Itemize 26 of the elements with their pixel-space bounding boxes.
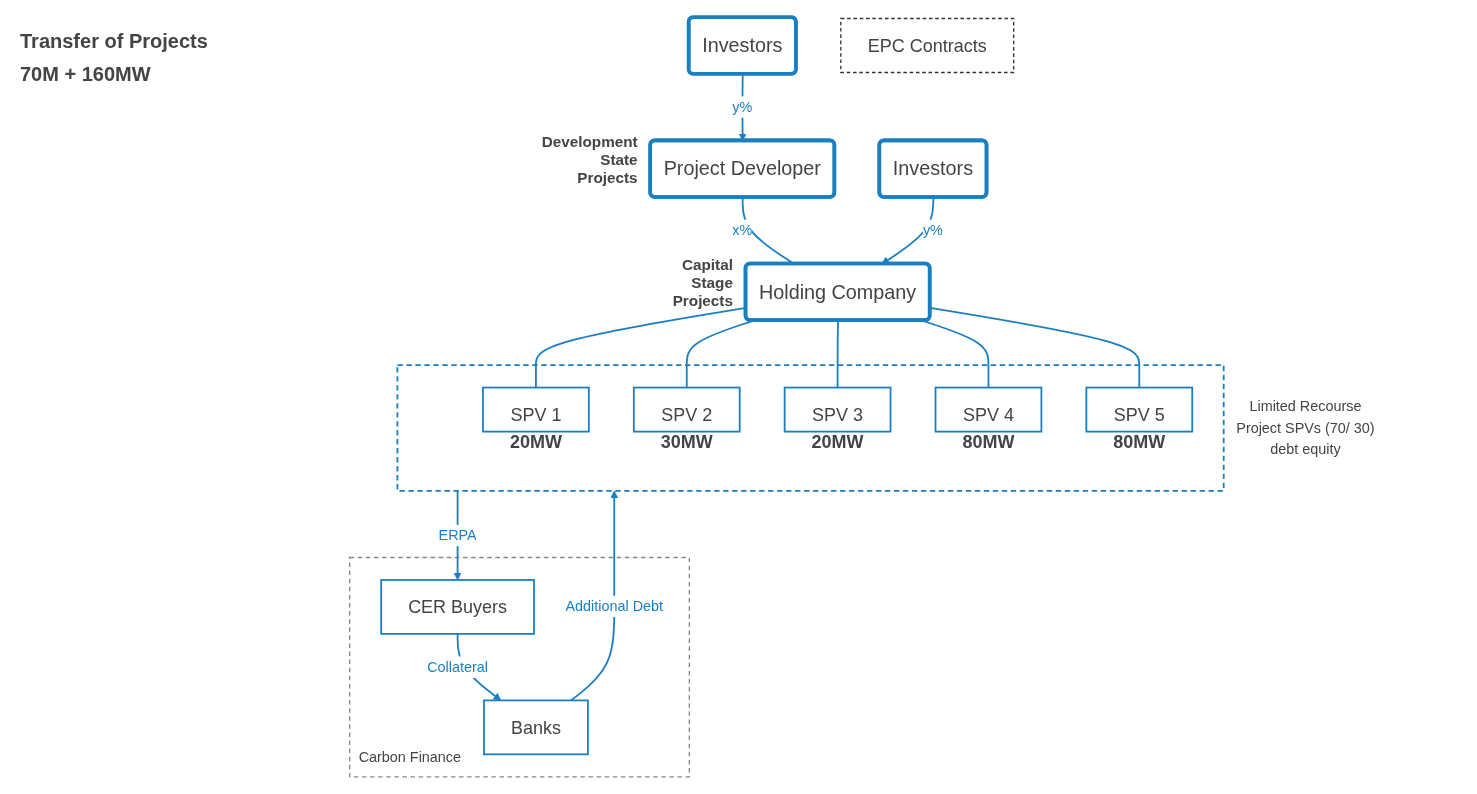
- note-label: Transfer of Projects: [20, 30, 209, 53]
- cluster: [396, 364, 1226, 492]
- node-box: SPV 2: [633, 386, 742, 433]
- node-label: 20MW: [510, 431, 563, 452]
- stage-label: Capital Stage Projects: [673, 256, 734, 310]
- edge-label: ERPA: [438, 527, 478, 543]
- node-label: 80MW: [962, 431, 1015, 452]
- edge-label: y%: [923, 222, 944, 238]
- node-box: Banks: [483, 699, 590, 756]
- edge-label: Collateral: [427, 659, 489, 675]
- node-box: SPV 1: [482, 386, 591, 433]
- node-label: Limited Recourse Project SPVs (70/ 30) debt equity: [1236, 398, 1376, 457]
- node-label: 30MW: [661, 431, 714, 452]
- node-label: 80MW: [1113, 431, 1166, 452]
- node-label: 20MW: [812, 431, 865, 452]
- node-box: SPV 5: [1085, 386, 1194, 433]
- stage-label: Development State Projects: [542, 133, 639, 187]
- edge-label: Additional Debt: [565, 598, 664, 614]
- arrow: [570, 490, 619, 702]
- edge-label: x%: [732, 222, 753, 238]
- node-box: SPV 4: [935, 386, 1043, 433]
- note-label: 70M + 160MW: [20, 63, 152, 86]
- node-box: CER Buyers: [380, 579, 536, 635]
- node-box: SPV 3: [784, 386, 892, 433]
- edge-label: y%: [732, 99, 753, 115]
- node-box: EPC Contracts: [840, 17, 1015, 74]
